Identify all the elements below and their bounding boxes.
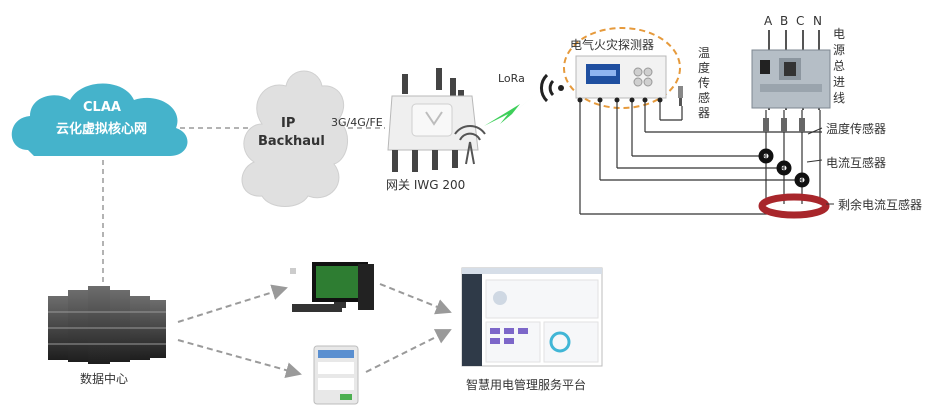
- phase-a-label: A: [764, 14, 773, 28]
- desktop-computer-icon: [290, 262, 374, 312]
- platform-screenshot: [461, 267, 603, 367]
- phase-c-label: C: [796, 14, 805, 28]
- terminal-dots: [577, 97, 663, 103]
- platform-label: 智慧用电管理服务平台: [466, 378, 587, 392]
- residual-transformer-label: 剩余电流互感器: [838, 198, 923, 212]
- backhaul-title: IP: [281, 116, 296, 131]
- wiring: [579, 98, 822, 215]
- lora-bolt-icon: [484, 94, 536, 126]
- phase-b-label: B: [780, 14, 789, 28]
- backhaul-cloud: [241, 70, 348, 207]
- label-pointers: [806, 127, 834, 205]
- temp-sensors: [763, 118, 805, 132]
- residual-ring: [758, 193, 830, 219]
- antenna-icon: [454, 125, 486, 165]
- temp-sensor-label: 温度传感器: [826, 122, 887, 136]
- cloud-subtitle: 云化虚拟核心网: [56, 122, 148, 137]
- flow-arrows: [177, 283, 452, 378]
- mobile-phone-icon: [313, 345, 359, 405]
- phase-n-label: N: [813, 14, 822, 28]
- power-inlet-vertical-label: 电源总进线: [832, 27, 845, 105]
- wifi-signal-icon: [540, 73, 564, 103]
- gateway-device: [387, 68, 479, 172]
- cloud-title: CLAA: [83, 100, 121, 115]
- gateway-label: 网关 IWG 200: [386, 178, 466, 192]
- temp-sensor-vertical-label: 温度传感器: [697, 46, 710, 120]
- temp-probe-icon: [678, 86, 683, 106]
- link-label: 3G/4G/FE: [331, 116, 383, 129]
- current-transformer-label: 电流互感器: [826, 156, 887, 170]
- lora-label: LoRa: [498, 72, 525, 85]
- circuit-breaker: [751, 30, 831, 110]
- datacenter-label: 数据中心: [80, 372, 129, 386]
- server-rack-icon: [48, 286, 166, 364]
- backhaul-subtitle: Backhaul: [258, 134, 325, 149]
- fire-detector: [563, 27, 681, 109]
- detector-label: 电气火灾探测器: [570, 38, 655, 52]
- claa-cloud: [11, 83, 188, 156]
- current-transformers: [758, 148, 810, 188]
